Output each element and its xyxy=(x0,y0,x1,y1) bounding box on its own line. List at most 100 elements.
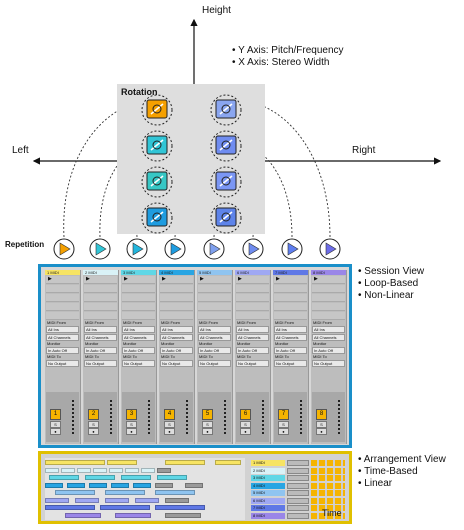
track-activator-button[interactable]: 8 xyxy=(316,409,327,420)
midi-to-select[interactable]: No Output xyxy=(122,360,155,367)
clip-slot[interactable] xyxy=(46,294,79,302)
monitor-toggle[interactable]: In Auto Off xyxy=(84,347,117,354)
monitor-toggle[interactable]: In Auto Off xyxy=(160,347,193,354)
clip-slot[interactable] xyxy=(198,294,231,302)
channel-select[interactable]: All Channels xyxy=(122,334,155,341)
arrangement-clip[interactable] xyxy=(115,512,151,518)
arrangement-clip[interactable] xyxy=(155,490,195,495)
midi-from-select[interactable]: All Ins xyxy=(122,326,155,333)
arrangement-clip[interactable] xyxy=(55,490,95,495)
solo-button[interactable]: S xyxy=(202,421,213,428)
track-header[interactable]: 6 MIDI xyxy=(235,270,270,275)
track-header[interactable]: 2 MIDI xyxy=(83,270,118,275)
clip-slot[interactable] xyxy=(160,294,193,302)
arrangement-track-buttons[interactable] xyxy=(311,482,345,489)
track-activator-button[interactable]: 2 xyxy=(88,409,99,420)
arrangement-track-controls[interactable] xyxy=(287,512,309,519)
track-header[interactable]: 5 MIDI xyxy=(197,270,232,275)
arrangement-clip[interactable] xyxy=(157,467,171,473)
arrangement-clip[interactable] xyxy=(65,512,101,518)
solo-button[interactable]: S xyxy=(88,421,99,428)
arrangement-clip[interactable] xyxy=(165,497,189,503)
arrangement-clip[interactable] xyxy=(77,467,91,473)
channel-select[interactable]: All Channels xyxy=(274,334,307,341)
midi-to-select[interactable]: No Output xyxy=(46,360,79,367)
clip-slot[interactable] xyxy=(312,294,345,302)
arrangement-clip[interactable] xyxy=(45,497,69,503)
arrangement-clip[interactable] xyxy=(165,460,205,465)
arrangement-clip[interactable] xyxy=(45,505,95,510)
clip-slot[interactable] xyxy=(274,303,307,311)
arm-button[interactable]: ● xyxy=(316,428,327,435)
clip-slot-playing[interactable]: ▶ xyxy=(236,276,269,284)
channel-select[interactable]: All Channels xyxy=(84,334,117,341)
clip-slot[interactable] xyxy=(122,294,155,302)
solo-button[interactable]: S xyxy=(164,421,175,428)
midi-to-select[interactable]: No Output xyxy=(236,360,269,367)
arrangement-track-controls[interactable] xyxy=(287,467,309,474)
monitor-toggle[interactable]: In Auto Off xyxy=(122,347,155,354)
arrangement-track-header[interactable]: 6 MIDI xyxy=(251,497,285,504)
arrangement-track-header[interactable]: 7 MIDI xyxy=(251,505,285,511)
midi-to-select[interactable]: No Output xyxy=(274,360,307,367)
arrangement-track-buttons[interactable] xyxy=(311,490,345,496)
clip-slot[interactable] xyxy=(84,285,117,293)
arrangement-track-buttons[interactable] xyxy=(311,460,345,466)
arrangement-track-header[interactable]: 5 MIDI xyxy=(251,490,285,496)
clip-slot[interactable] xyxy=(274,294,307,302)
arrangement-clip[interactable] xyxy=(45,460,105,465)
arrangement-track-header[interactable]: 3 MIDI xyxy=(251,475,285,481)
arrangement-track-controls[interactable] xyxy=(287,497,309,504)
arm-button[interactable]: ● xyxy=(278,428,289,435)
midi-from-select[interactable]: All Ins xyxy=(274,326,307,333)
arrangement-clip[interactable] xyxy=(109,467,123,473)
arrangement-clip[interactable] xyxy=(100,505,150,510)
track-activator-button[interactable]: 5 xyxy=(202,409,213,420)
midi-from-select[interactable]: All Ins xyxy=(84,326,117,333)
arm-button[interactable]: ● xyxy=(50,428,61,435)
midi-from-select[interactable]: All Ins xyxy=(160,326,193,333)
monitor-toggle[interactable]: In Auto Off xyxy=(236,347,269,354)
clip-slot[interactable] xyxy=(236,312,269,320)
arrangement-clip[interactable] xyxy=(141,467,155,473)
solo-button[interactable]: S xyxy=(50,421,61,428)
arrangement-track-header[interactable]: 8 MIDI xyxy=(251,512,285,519)
clip-slot-playing[interactable]: ▶ xyxy=(160,276,193,284)
arrangement-track-controls[interactable] xyxy=(287,505,309,511)
monitor-toggle[interactable]: In Auto Off xyxy=(46,347,79,354)
arrangement-clip[interactable] xyxy=(45,482,63,488)
clip-slot[interactable] xyxy=(46,312,79,320)
clip-slot[interactable] xyxy=(46,303,79,311)
arrangement-track-controls[interactable] xyxy=(287,475,309,481)
midi-from-select[interactable]: All Ins xyxy=(312,326,345,333)
track-activator-button[interactable]: 6 xyxy=(240,409,251,420)
clip-slot[interactable] xyxy=(198,285,231,293)
midi-to-select[interactable]: No Output xyxy=(84,360,117,367)
arrangement-track-header[interactable]: 1 MIDI xyxy=(251,460,285,466)
solo-button[interactable]: S xyxy=(316,421,327,428)
arrangement-clip[interactable] xyxy=(105,490,145,495)
clip-slot[interactable] xyxy=(198,312,231,320)
track-activator-button[interactable]: 1 xyxy=(50,409,61,420)
clip-slot[interactable] xyxy=(84,303,117,311)
monitor-toggle[interactable]: In Auto Off xyxy=(312,347,345,354)
arrangement-clip[interactable] xyxy=(67,482,85,488)
arrangement-clip[interactable] xyxy=(45,467,59,473)
track-activator-button[interactable]: 7 xyxy=(278,409,289,420)
monitor-toggle[interactable]: In Auto Off xyxy=(274,347,307,354)
solo-button[interactable]: S xyxy=(126,421,137,428)
arrangement-clip[interactable] xyxy=(105,497,129,503)
clip-slot[interactable] xyxy=(160,285,193,293)
arrangement-track-buttons[interactable] xyxy=(311,505,345,511)
monitor-toggle[interactable]: In Auto Off xyxy=(198,347,231,354)
arm-button[interactable]: ● xyxy=(126,428,137,435)
arrangement-track-buttons[interactable] xyxy=(311,512,345,519)
clip-slot-playing[interactable]: ▶ xyxy=(312,276,345,284)
track-activator-button[interactable]: 4 xyxy=(164,409,175,420)
clip-slot-playing[interactable]: ▶ xyxy=(198,276,231,284)
arrangement-clip[interactable] xyxy=(111,482,129,488)
channel-select[interactable]: All Channels xyxy=(46,334,79,341)
track-header[interactable]: 3 MIDI xyxy=(121,270,156,275)
solo-button[interactable]: S xyxy=(278,421,289,428)
arrangement-clip[interactable] xyxy=(155,505,205,510)
